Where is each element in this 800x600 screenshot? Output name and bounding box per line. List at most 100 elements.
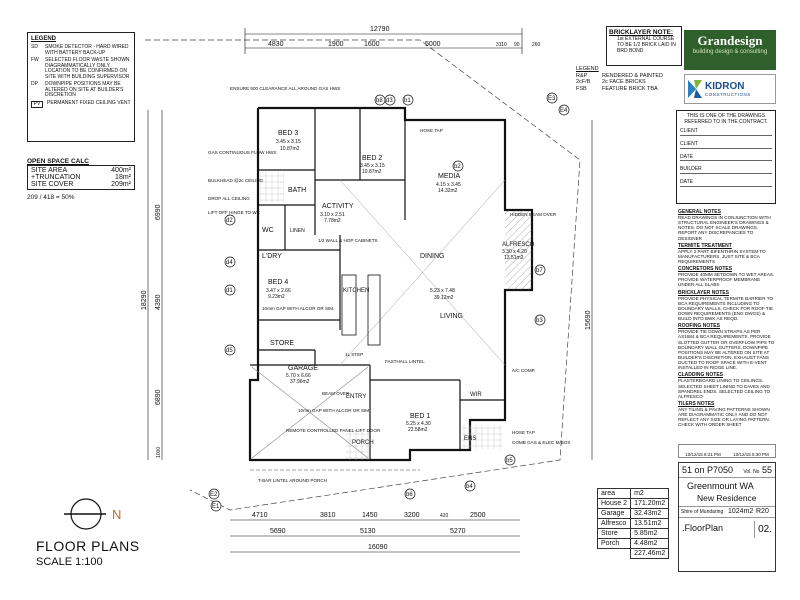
plan-title-block: FLOOR PLANS SCALE 1:100 [36,538,140,568]
plan-note: 1L STEP [345,352,363,357]
room-label: GARAGE [288,365,318,372]
dim-overall-top: 12790 [370,26,390,33]
grandesign-tagline: building design & consulting [692,49,768,55]
svg-text:b7: b7 [536,268,543,274]
room-area: 10.87m2 [280,146,300,152]
right-dimensions: 15690 [585,120,593,460]
plan-scale: SCALE 1:100 [36,556,103,568]
legend-title: LEGEND [31,36,57,42]
bricklayer-text: 1st EXTERNAL COURSE TO BE 1/2 BRICK LAID… [617,36,676,54]
grid-marker: b4 [464,480,476,492]
sheet-title: .FloorPlan [682,523,724,533]
sheet-number: 02. [754,521,775,538]
contract-field: CLIENT [680,141,772,149]
plan-note: REMOTE CONTROLLED PANEL-LIFT DOOR [286,428,381,433]
living-diagonal-lines [339,179,506,366]
svg-text:d2: d2 [226,218,233,224]
grid-marker: E3 [546,92,558,104]
dim-left: 6890 [155,389,162,405]
downpipe-icon: DP [31,81,38,87]
legend-text: PERMANENT FIXED CEILING VENT [47,99,131,106]
room-area: 22.58m2 [408,427,428,433]
outer-walls [248,106,534,462]
contract-field: DATE [680,154,772,162]
lot-row: 51 on P7050 Vol. No 55 [679,463,775,478]
dim-top: 1900 [328,41,344,48]
grid-marker: b2 [452,160,464,172]
plan-note: LIFT OFF HINGE TO WC [208,210,261,215]
dim-bottom: 5690 [270,528,286,535]
kidron-sub: CONSTRUCTIONS [705,92,751,97]
floor-waste-icon: FW [31,57,39,63]
left-dimensions: 18290 6990 4390 6890 1000 [141,110,163,460]
grandesign-name: Grandesign [697,33,763,48]
dim-bottom: 3810 [320,512,336,519]
room-label: ENTRY [346,394,366,400]
svg-text:b4: b4 [466,484,473,490]
grid-marker: b6 [404,488,416,500]
grid-marker: E1 [210,500,222,512]
garage-slab-lines [251,366,369,459]
dim-top: 1600 [364,41,380,48]
room-label: WIR [470,392,482,398]
room-area: 7.78m2 [324,218,341,224]
room-area: 37.96m2 [290,379,310,385]
contract-field: DATE [680,179,772,187]
plan-note: T-BAR LINTEL AROUND PORCH [258,478,327,483]
project-name: New Residence [679,491,775,507]
plan-title: FLOOR PLANS [36,538,140,554]
room-size: 3.10 x 2.51 [320,212,345,218]
ceiling-vent-icon: PV [31,100,43,108]
svg-text:E1: E1 [212,504,220,510]
room-label: ACTIVITY [322,203,354,210]
dim-overall-left: 18290 [141,290,148,310]
floor-plan: 12790 4830 1900 1600 5000 3110 90 260 18… [141,26,593,553]
plan-note: BEAM OVER [322,391,350,396]
alfresco-hatch [505,210,532,290]
svg-text:b8: b8 [376,98,383,104]
porch-tiles [345,430,370,460]
open-space-ratio: 209 / 418 = 50% [27,194,75,201]
grid-marker: b1 [402,94,414,106]
plan-note: DROP ALL CEILING [208,196,250,201]
sheet-row: .FloorPlan 02. [679,518,775,538]
room-label: DINING [420,253,445,260]
room-size: 3.47 x 2.66 [266,288,291,294]
room-size: 3.45 x 3.15 [276,139,301,145]
dim-left: 4390 [155,294,162,310]
revision-date: 10/12/15 5:30 PM [733,452,769,457]
top-dimensions: 12790 4830 1900 1600 5000 3110 90 260 [244,26,541,54]
plan-note: 10mm GAP WITH ALCOR OR SIM. [298,408,370,413]
plan-note: FASTHALL LINTEL [385,359,425,364]
room-label: BATH [288,187,306,194]
svg-text:E3: E3 [548,96,556,102]
grid-marker: b8 [374,94,386,106]
smoke-detector-icon: SD [31,44,38,50]
grid-marker: E4 [558,104,570,116]
plan-note: GAS CONTINUOUS FLOW HWS [208,150,276,155]
dim-left: 1000 [156,447,162,458]
dim-bottom: 2500 [470,512,486,519]
room-size: 3.45 x 3.15 [360,163,385,169]
svg-text:d5: d5 [226,348,233,354]
plan-note: BULKHEAD @2c CEILING [208,178,264,183]
contract-field: CLIENT [680,128,772,136]
room-size: 5.23 x 7.48 [430,288,455,294]
dim-bottom: 5270 [450,528,466,535]
north-label: N [112,507,121,522]
dim-overall-bottom: 16090 [368,544,388,551]
council-row: Shire of Mundaring 1024m2 R20 [679,507,775,518]
revision-date: 10/12/15 8:21 PM [685,452,721,457]
svg-text:b2: b2 [454,164,461,170]
svg-text:d4: d4 [226,260,233,266]
